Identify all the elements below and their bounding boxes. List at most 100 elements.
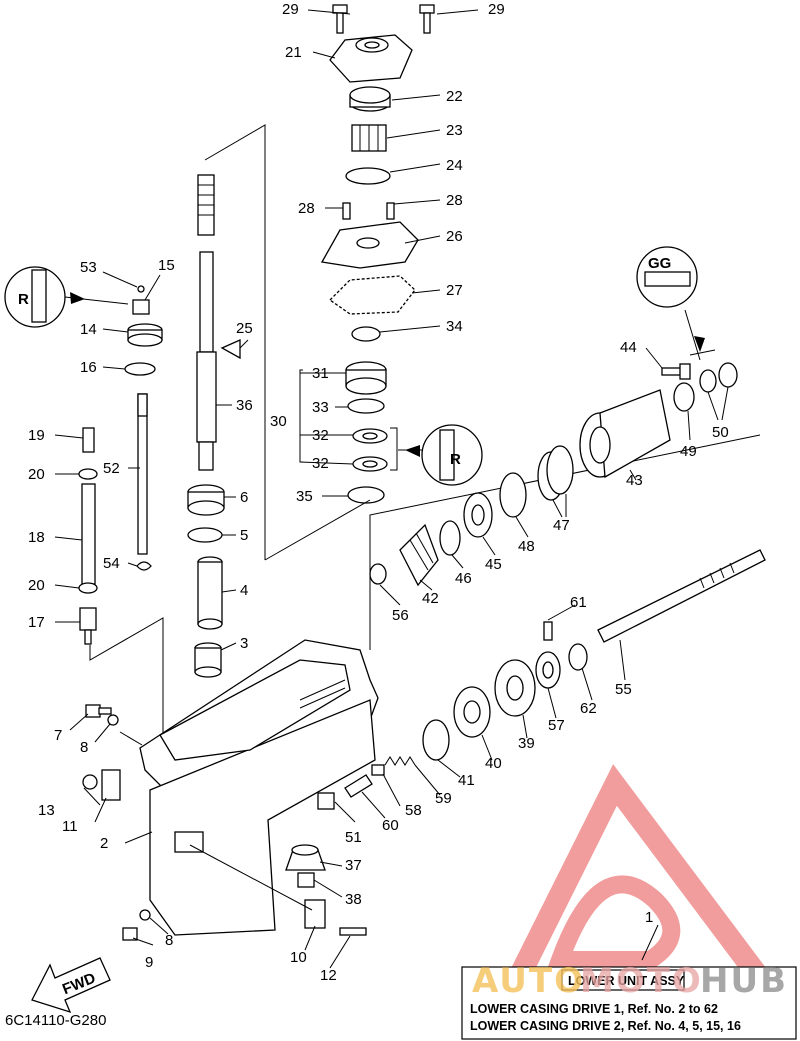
callout-61: 61 (570, 594, 587, 611)
shift-rod-52 (137, 393, 148, 555)
plate-11 (101, 769, 121, 801)
grease-label: R (450, 451, 461, 468)
shim-5 (187, 527, 223, 543)
impeller-23 (351, 124, 387, 152)
leader-lines (54, 9, 729, 969)
clip-54 (136, 561, 152, 571)
callout-52: 52 (103, 460, 120, 477)
pin-61 (543, 621, 553, 641)
callout-44: 44 (620, 339, 637, 356)
callout-8-upper: 8 (80, 739, 88, 756)
clip-20-upper (78, 468, 98, 480)
cam-51 (317, 792, 335, 810)
bushing-15 (132, 299, 150, 315)
legend-box: LOWER UNIT ASSY LOWER CASING DRIVE 1, Re… (461, 966, 797, 1040)
oil-seal-32-lower (352, 456, 388, 472)
callout-46: 46 (455, 570, 472, 587)
oring-47-b (546, 445, 574, 495)
spring-59 (384, 756, 416, 766)
callout-32-lower: 32 (312, 455, 329, 472)
propeller-shaft-group (344, 362, 766, 798)
callout-45: 45 (485, 556, 502, 573)
grease-symbol-middle: R (398, 424, 483, 486)
callout-30: 30 (270, 413, 287, 430)
key-25 (220, 338, 241, 360)
callout-1: 1 (645, 909, 653, 926)
callout-11: 11 (62, 818, 78, 835)
callout-48: 48 (518, 538, 535, 555)
bearing-3 (194, 642, 222, 678)
callout-labels: 29 29 21 22 23 24 28 28 26 27 34 31 33 3… (28, 1, 729, 984)
ring-53 (137, 285, 145, 293)
bearing-49 (673, 382, 695, 412)
drawing-code: 6C14110-G280 (5, 1012, 106, 1029)
callout-60: 60 (382, 817, 399, 834)
callout-26: 26 (446, 228, 463, 245)
grommet-19 (82, 427, 95, 453)
callout-49: 49 (680, 443, 697, 460)
callout-32-upper: 32 (312, 427, 329, 444)
callout-7: 7 (54, 727, 62, 744)
washer-35 (347, 486, 385, 504)
reverse-gear-39 (494, 659, 536, 717)
oring-16 (124, 362, 156, 376)
callout-8-lower: 8 (165, 932, 173, 949)
oring-48 (499, 472, 527, 518)
water-tube-18 (81, 483, 96, 585)
callout-42: 42 (422, 590, 439, 607)
callout-58: 58 (405, 802, 422, 819)
gasket-27 (328, 275, 416, 315)
oil-seal-50-a (699, 369, 717, 393)
callout-25: 25 (236, 320, 253, 337)
bolt-7 (85, 704, 112, 718)
shim-41 (422, 719, 450, 761)
bearing-housing-43 (579, 389, 671, 479)
callout-20-upper: 20 (28, 466, 45, 483)
callout-36: 36 (236, 397, 253, 414)
callout-38: 38 (345, 891, 362, 908)
drive-shaft-36 (199, 251, 214, 353)
watermark-moto: MOTO (580, 961, 703, 1001)
watermark-auto: AUTO (472, 961, 585, 1001)
callout-6: 6 (240, 489, 248, 506)
watermark-hub: HUB (700, 961, 788, 1001)
callout-5: 5 (240, 527, 248, 544)
bolt-29-left (332, 4, 348, 34)
callout-57: 57 (548, 717, 565, 734)
callout-51: 51 (345, 829, 362, 846)
propeller-shaft-55 (597, 549, 766, 643)
callout-37: 37 (345, 857, 362, 874)
legend-title: LOWER UNIT ASSY (568, 974, 685, 988)
pump-housing-21 (329, 34, 413, 83)
callout-17: 17 (28, 614, 45, 631)
bolt-12 (339, 927, 367, 936)
lower-casing-2 (139, 639, 379, 936)
bolt-9 (122, 927, 138, 941)
shim-46 (439, 520, 461, 556)
callout-33: 33 (312, 399, 329, 416)
grease-symbol-left: R (4, 266, 129, 328)
gasket-24 (345, 167, 391, 185)
callout-56: 56 (392, 607, 409, 624)
oil-seal-32-upper (352, 428, 388, 444)
callout-15: 15 (158, 257, 175, 274)
automotohub-logo (497, 764, 787, 996)
oil-seal-housing-31 (345, 361, 387, 395)
pinion-37 (285, 844, 326, 871)
shift-plunger-60 (344, 774, 373, 798)
sleeve-4 (197, 556, 223, 630)
callout-47: 47 (553, 517, 570, 534)
dog-clutch-57 (535, 651, 561, 689)
callout-39: 39 (518, 735, 535, 752)
shim-56 (369, 563, 387, 585)
callout-40: 40 (485, 755, 502, 772)
callout-35: 35 (296, 488, 313, 505)
callout-43: 43 (626, 472, 643, 489)
spring-62 (568, 643, 588, 671)
bolt-29-right (419, 4, 435, 34)
callout-10: 10 (290, 949, 307, 966)
nut-13 (82, 774, 98, 790)
fwd-arrow: FWD (31, 957, 111, 1014)
automotohub-watermark: AUTO MOTO HUB (472, 961, 788, 1001)
